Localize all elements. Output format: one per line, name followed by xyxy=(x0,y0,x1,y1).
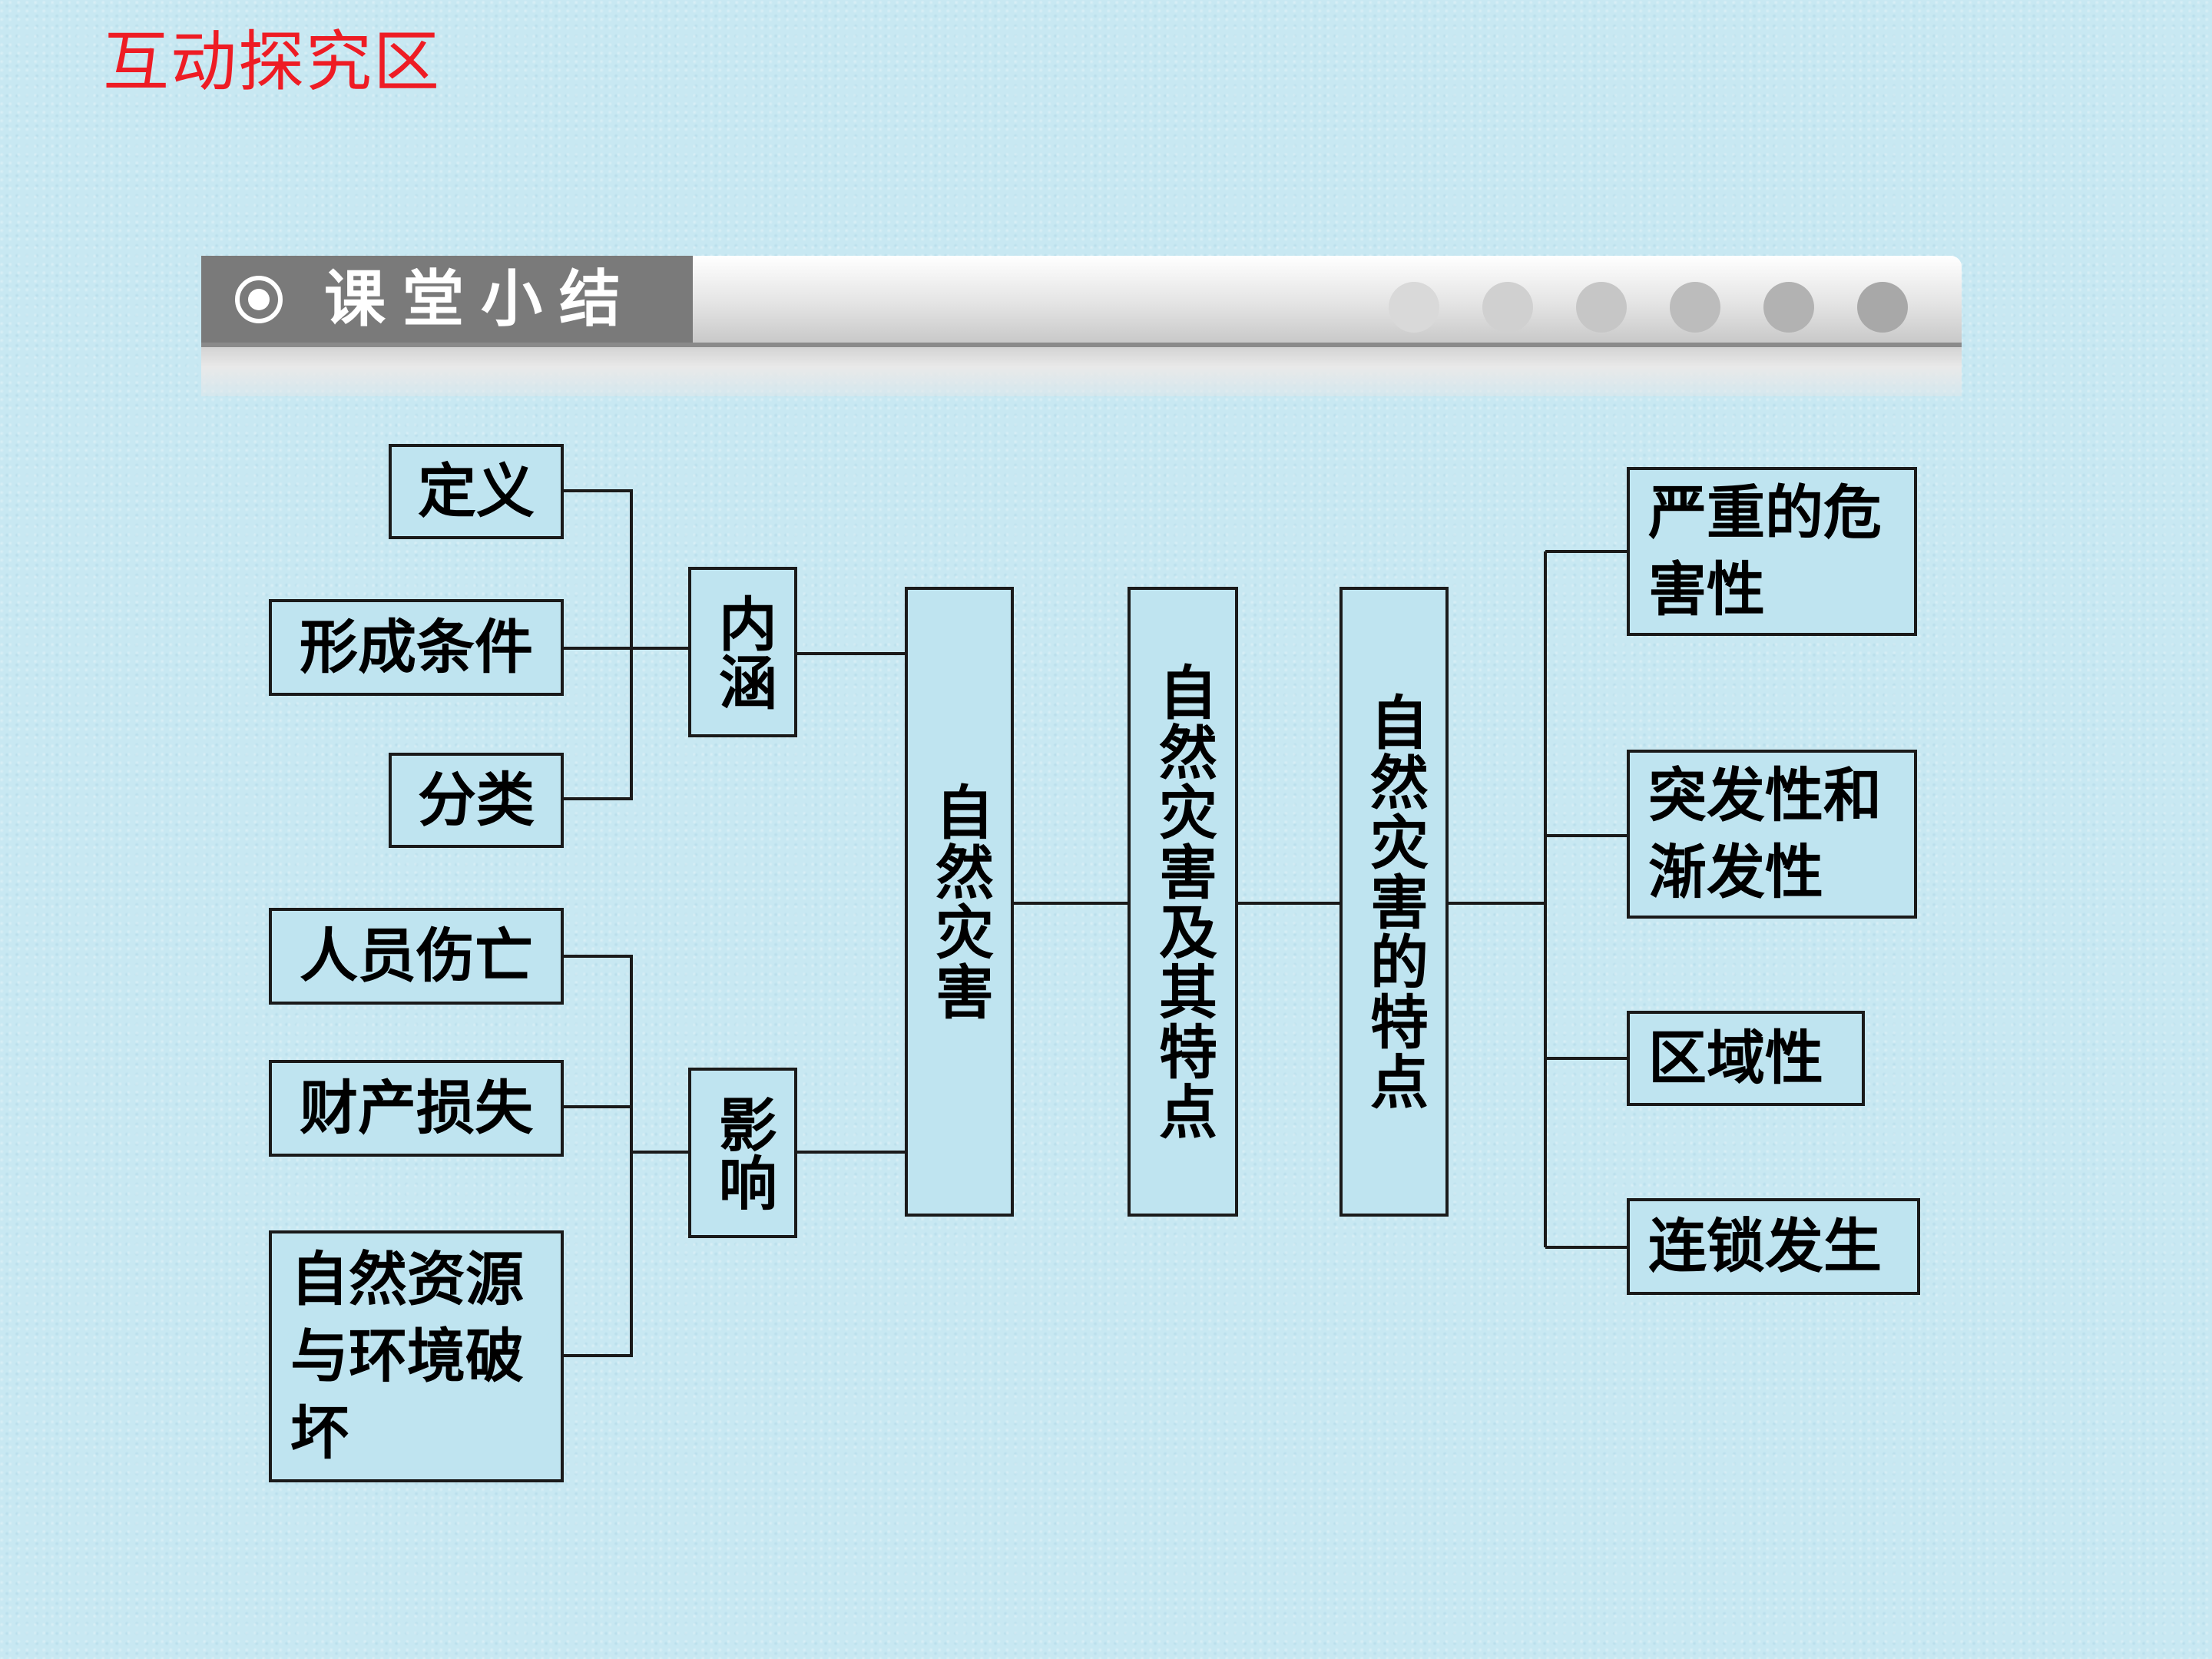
section-banner: 课堂小结 xyxy=(201,256,1962,396)
node-connotation: 内涵 xyxy=(688,567,797,737)
node-regionality: 区域性 xyxy=(1627,1011,1865,1106)
decor-dot-icon xyxy=(1670,282,1720,333)
decor-dot-icon xyxy=(1576,282,1627,333)
node-suddenness: 突发性和渐发性 xyxy=(1627,750,1917,919)
banner-bottom-bar xyxy=(201,347,1962,396)
node-definition: 定义 xyxy=(389,444,564,539)
node-natural-disaster: 自然灾害 xyxy=(905,587,1014,1217)
node-resource-damage: 自然资源与环境破坏 xyxy=(269,1230,564,1482)
connector-line xyxy=(564,489,633,800)
radio-icon xyxy=(235,276,283,323)
radio-dot xyxy=(248,289,270,310)
node-casualties: 人员伤亡 xyxy=(269,908,564,1005)
connector-line xyxy=(564,955,633,1357)
node-disaster-features: 自然灾害的特点 xyxy=(1339,587,1449,1217)
node-impact: 影响 xyxy=(688,1068,797,1238)
decor-dot-icon xyxy=(1763,282,1814,333)
decor-dot-icon xyxy=(1857,282,1908,333)
node-property-loss: 财产损失 xyxy=(269,1060,564,1157)
decor-dot-icon xyxy=(1389,282,1439,333)
node-formation-conditions: 形成条件 xyxy=(269,599,564,696)
decor-dot-icon xyxy=(1482,282,1533,333)
banner-title: 课堂小结 xyxy=(324,263,637,335)
banner-rule xyxy=(201,343,1962,347)
node-classification: 分类 xyxy=(389,753,564,848)
node-severity: 严重的危害性 xyxy=(1627,467,1917,636)
page-heading: 互动探究区 xyxy=(103,24,441,101)
banner-label: 课堂小结 xyxy=(201,256,693,343)
node-disaster-and-features: 自然灾害及其特点 xyxy=(1128,587,1238,1217)
node-chain-occurrence: 连锁发生 xyxy=(1627,1198,1920,1295)
